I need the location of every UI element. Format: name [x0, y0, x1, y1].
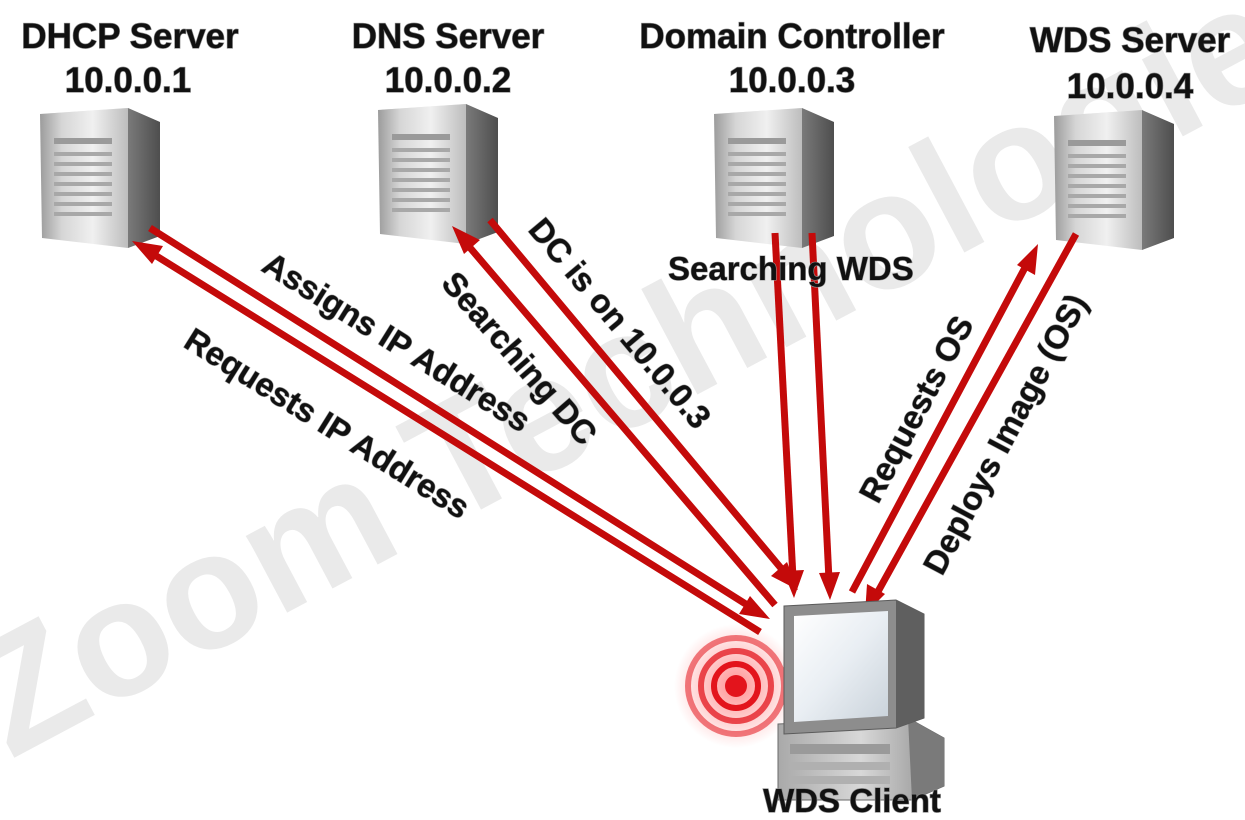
arrow-to-client-from-dc: [808, 232, 840, 600]
server-ip-dns: 10.0.0.2: [385, 61, 512, 100]
server-ip-dc: 10.0.0.3: [729, 61, 856, 100]
arrow-searching-wds: [771, 232, 804, 598]
server-tower-icon: [714, 108, 834, 248]
server-ip-dhcp: 10.0.0.1: [65, 61, 192, 100]
server-wds: WDS Server 10.0.0.4: [1029, 20, 1231, 250]
arrow-requests-os: [848, 244, 1038, 594]
desktop-computer-icon: [777, 599, 945, 801]
server-tower-icon: [40, 108, 160, 248]
client-name: WDS Client: [763, 782, 941, 819]
server-dns: DNS Server 10.0.0.2: [351, 16, 545, 244]
flow-label-searching-wds: Searching WDS: [668, 250, 914, 287]
server-tower-icon: [378, 104, 498, 244]
server-domain-controller: Domain Controller 10.0.0.3: [639, 16, 946, 248]
server-dhcp: DHCP Server 10.0.0.1: [21, 16, 240, 248]
arrow-searching-dc: [452, 226, 778, 608]
server-tower-icon: [1054, 110, 1174, 250]
arrow-requests-ip: [132, 241, 762, 635]
server-name-dns: DNS Server: [352, 17, 545, 56]
server-name-dc: Domain Controller: [639, 17, 945, 56]
broadcast-signal-icon: [674, 624, 798, 748]
server-name-wds: WDS Server: [1030, 21, 1231, 60]
server-ip-wds: 10.0.0.4: [1067, 67, 1194, 106]
server-name-dhcp: DHCP Server: [21, 17, 239, 56]
arrow-assigns-ip: [148, 225, 770, 619]
